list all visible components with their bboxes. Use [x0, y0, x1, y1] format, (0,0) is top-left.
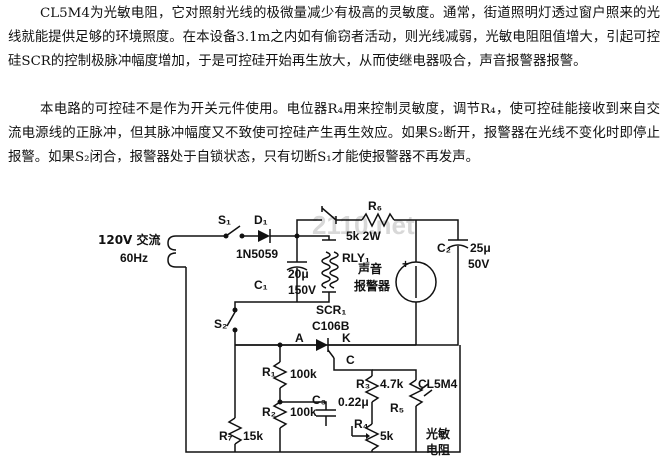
r7-label: R₇ — [219, 429, 233, 443]
capacitor-c3 — [316, 409, 336, 417]
resistor-r7 — [227, 417, 243, 445]
c2-voltage-label: 50V — [468, 257, 489, 271]
r1-value-label: 100k — [290, 367, 317, 381]
switch-s2 — [226, 307, 238, 333]
diode-d1 — [258, 229, 271, 243]
photoresistor-r5-icon — [408, 379, 433, 407]
r5-label: R₅ — [390, 401, 404, 415]
scr-thyristor — [316, 338, 335, 359]
alarm-label-1: 声音 — [357, 261, 382, 276]
paragraph-description: CL5M4为光敏电阻，它对照射光线的极微量减少有极高的灵敏度。通常，街道照明灯透… — [8, 6, 660, 69]
c1-voltage-label: 150V — [288, 283, 316, 297]
frequency-label: 60Hz — [120, 251, 148, 265]
r2-label: R₂ — [262, 405, 276, 419]
r6-label: R₆ — [368, 199, 382, 213]
paragraph-operation: 本电路的可控硅不是作为开关元件使用。电位器R₄用来控制灵敏度，调节R₄，使可控硅… — [8, 102, 660, 165]
d1-label: D₁ — [254, 213, 268, 227]
node-k-label: K — [342, 331, 351, 345]
r3-value-label: 4.7k — [380, 377, 404, 391]
node-c-label: C — [346, 353, 355, 367]
scr-label: SCR₁ — [316, 303, 346, 317]
relay-coil-rly1 — [321, 239, 339, 293]
s1-label: S₁ — [218, 213, 231, 227]
c2-label: C₂ — [437, 241, 451, 255]
c3-label: C₃ — [312, 393, 326, 407]
c3-value-label: 0.22μ — [338, 395, 369, 409]
c1-label: C₁ — [254, 278, 268, 292]
s2-label: S₂ — [214, 317, 227, 331]
switch-s1 — [223, 225, 245, 239]
resistor-r2 — [272, 401, 288, 429]
r3-label: R₃ — [356, 377, 370, 391]
capacitor-c2 — [447, 239, 469, 249]
r5-part-label: CL5M4 — [418, 377, 458, 391]
ac-plug-icon — [167, 235, 186, 268]
r4-value-label: 5k — [380, 429, 394, 443]
r2-value-label: 100k — [290, 405, 317, 419]
ldr-label-2: 电阻 — [426, 442, 450, 457]
scr-part-label: C106B — [312, 319, 350, 333]
resistor-r6 — [361, 212, 395, 228]
r7-value-label: 15k — [243, 429, 263, 443]
resistor-r3 — [364, 375, 380, 403]
node-a-label: A — [295, 331, 304, 345]
c2-value-label: 25μ — [470, 241, 491, 255]
c1-value-label: 20μ — [288, 267, 309, 281]
capacitor-c1 — [286, 261, 308, 271]
r4-label: R₄ — [354, 417, 369, 431]
alarm-label-2: 报警器 — [354, 278, 391, 293]
r6-value-label: 5k 2W — [346, 229, 381, 243]
alarm-plus-sign: + — [402, 257, 409, 271]
resistor-r1 — [272, 361, 288, 389]
power-label: 120V 交流 — [98, 232, 161, 247]
relay-label: RLY₁ — [342, 251, 370, 265]
potentiometer-r4 — [364, 423, 380, 451]
ldr-label-1: 光敏 — [425, 426, 451, 441]
d1-part-label: 1N5059 — [236, 247, 278, 261]
r1-label: R₁ — [262, 365, 276, 379]
